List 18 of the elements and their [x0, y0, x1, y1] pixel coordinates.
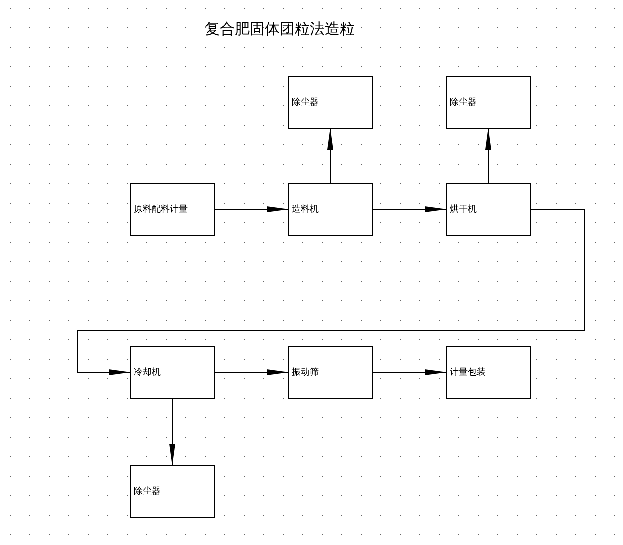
process-box: 除尘器 — [288, 76, 373, 129]
process-box: 原料配料计量 — [130, 183, 215, 236]
arrow — [214, 370, 289, 376]
process-box: 除尘器 — [446, 76, 531, 129]
arrow — [328, 128, 334, 184]
arrow — [170, 398, 176, 466]
arrow — [486, 128, 492, 184]
title: 复合肥固体团粒法造粒 — [205, 20, 355, 39]
arrow — [78, 209, 586, 376]
arrow — [214, 206, 289, 212]
process-box: 烘干机 — [446, 183, 531, 236]
arrow — [372, 370, 447, 376]
process-box: 冷却机 — [130, 346, 215, 399]
process-box: 造料机 — [288, 183, 373, 236]
process-box: 除尘器 — [130, 465, 215, 518]
process-box: 振动筛 — [288, 346, 373, 399]
arrow — [372, 206, 447, 212]
process-box: 计量包装 — [446, 346, 531, 399]
